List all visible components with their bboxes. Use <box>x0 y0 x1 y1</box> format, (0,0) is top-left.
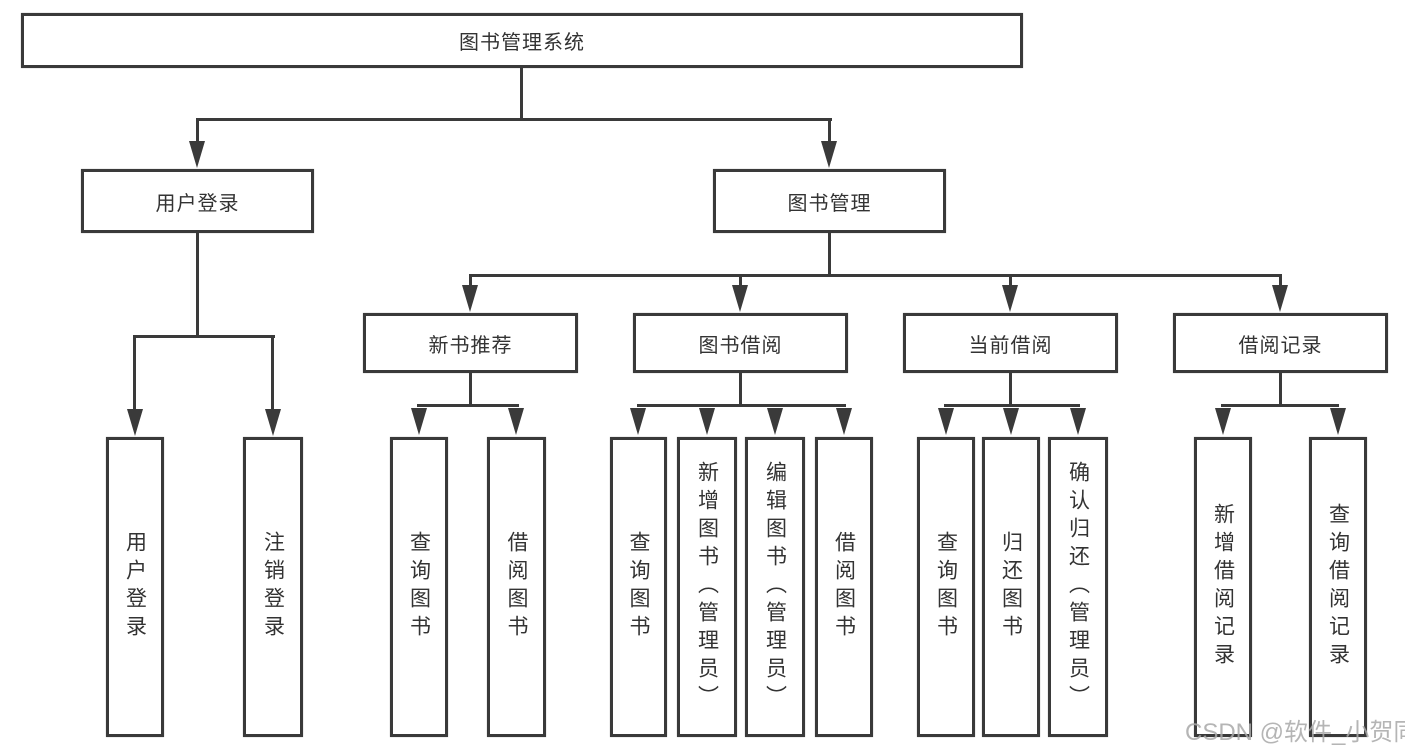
connector-leaf-drop <box>1009 277 1012 288</box>
csdn-watermark: CSDN @软件_小贺同学 <box>1185 719 1405 746</box>
node-label: 用户登录 <box>123 531 147 643</box>
node-label: 借阅图书 <box>505 531 528 643</box>
arrow-down-icon <box>938 408 954 435</box>
leaf-query-books-recommend: 查询图书 <box>390 437 448 737</box>
node-label: 当前借阅 <box>968 334 1053 357</box>
connector-leaf-drop <box>739 277 742 288</box>
leaf-query-books-current: 查询图书 <box>917 437 975 737</box>
node-user-login: 用户登录 <box>81 169 314 233</box>
arrow-down-icon <box>1002 285 1018 312</box>
leaf-return-books: 归还图书 <box>982 437 1040 737</box>
arrow-down-icon <box>821 141 837 168</box>
connector-group-rail <box>417 404 519 407</box>
arrow-down-icon <box>1215 408 1231 435</box>
connector-user-login-rail <box>133 335 275 338</box>
arrow-down-icon <box>630 408 646 435</box>
arrow-down-icon <box>1272 285 1288 312</box>
node-label: 查询图书 <box>934 531 958 643</box>
node-label: 借阅图书 <box>832 531 856 643</box>
arrow-down-icon <box>127 409 143 436</box>
arrow-down-icon <box>189 141 205 168</box>
connector-user-login-stub <box>196 233 199 337</box>
node-new-book-recommend: 新书推荐 <box>363 313 578 373</box>
node-label: 借阅记录 <box>1238 334 1323 357</box>
connector-leaf-drop <box>133 338 136 410</box>
node-label: 编辑图书（管理员） <box>763 461 787 713</box>
connector-book-mgmt-drop <box>828 121 831 143</box>
leaf-add-borrow-record: 新增借阅记录 <box>1194 437 1252 737</box>
node-book-management: 图书管理 <box>713 169 946 233</box>
leaf-edit-books-admin: 编辑图书（管理员） <box>745 437 805 737</box>
connector-leaf-drop <box>469 277 472 288</box>
connector-group-stub <box>1279 373 1282 407</box>
connector-root-stub <box>520 68 523 121</box>
leaf-logout: 注销登录 <box>243 437 303 737</box>
connector-group-rail <box>944 404 1080 407</box>
arrow-down-icon <box>732 285 748 312</box>
connector-group-stub <box>469 373 472 407</box>
node-label: 归还图书 <box>999 531 1023 643</box>
node-label: 查询图书 <box>407 531 431 643</box>
leaf-add-books-admin: 新增图书（管理员） <box>677 437 737 737</box>
leaf-query-borrow-record: 查询借阅记录 <box>1309 437 1367 737</box>
connector-group-rail <box>1221 404 1339 407</box>
connector-level2-rail <box>196 118 832 121</box>
arrow-down-icon <box>462 285 478 312</box>
arrow-down-icon <box>836 408 852 435</box>
arrow-down-icon <box>1330 408 1346 435</box>
node-library-management-system: 图书管理系统 <box>21 13 1023 68</box>
node-label: 查询借阅记录 <box>1326 503 1350 671</box>
arrow-down-icon <box>508 408 524 435</box>
arrow-down-icon <box>699 408 715 435</box>
node-label: 注销登录 <box>261 531 285 643</box>
node-label: 新书推荐 <box>428 334 513 357</box>
node-current-borrowing: 当前借阅 <box>903 313 1118 373</box>
arrow-down-icon <box>767 408 783 435</box>
connector-group-rail <box>637 404 846 407</box>
connector-book-mgmt-stub <box>828 233 831 277</box>
arrow-down-icon <box>265 409 281 436</box>
leaf-confirm-return-admin: 确认归还（管理员） <box>1048 437 1108 737</box>
node-label: 图书管理系统 <box>459 32 585 54</box>
connector-group-stub <box>1009 373 1012 407</box>
connector-leaf-drop <box>271 338 274 410</box>
arrow-down-icon <box>1070 408 1086 435</box>
leaf-borrow-books-recommend: 借阅图书 <box>487 437 546 737</box>
node-label: 图书管理 <box>787 192 872 215</box>
node-borrow-records: 借阅记录 <box>1173 313 1388 373</box>
node-label: 查询图书 <box>627 531 650 643</box>
connector-group-stub <box>739 373 742 407</box>
node-label: 图书借阅 <box>698 334 783 357</box>
connector-leaf-drop <box>1279 277 1282 288</box>
node-label: 用户登录 <box>155 192 240 215</box>
connector-user-login-drop <box>196 121 199 143</box>
node-book-borrowing: 图书借阅 <box>633 313 848 373</box>
node-label: 新增借阅记录 <box>1211 503 1235 671</box>
leaf-query-books-borrowing: 查询图书 <box>610 437 667 737</box>
arrow-down-icon <box>1003 408 1019 435</box>
connector-level3-rail <box>469 274 1282 277</box>
node-label: 确认归还（管理员） <box>1066 461 1090 713</box>
leaf-borrow-books: 借阅图书 <box>815 437 873 737</box>
arrow-down-icon <box>411 408 427 435</box>
node-label: 新增图书（管理员） <box>695 461 719 713</box>
leaf-user-login: 用户登录 <box>106 437 164 737</box>
